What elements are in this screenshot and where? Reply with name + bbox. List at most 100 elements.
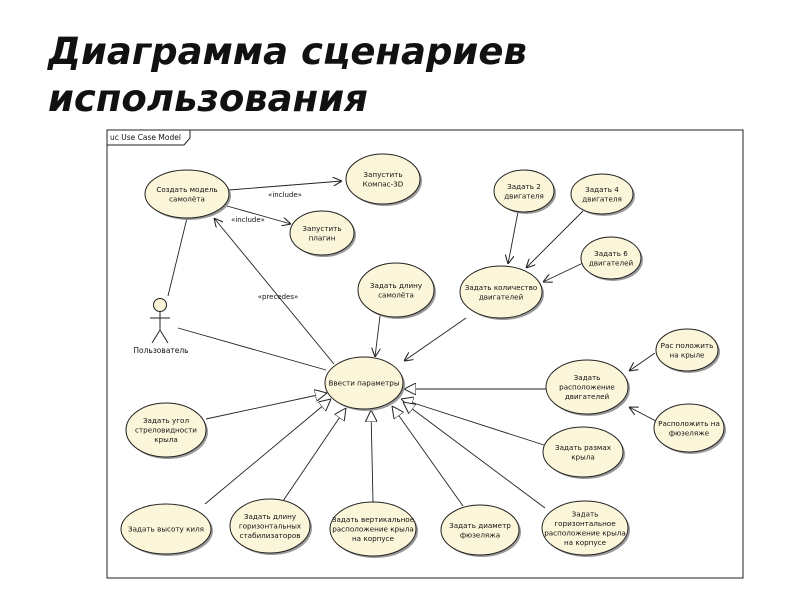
usecase-label-line: Задать высоту киля	[128, 525, 204, 534]
actor-head	[153, 298, 167, 312]
usecase-ellipse	[440, 504, 520, 556]
usecase-ellipse	[655, 328, 719, 372]
usecase-label-line: горизонтальное	[554, 519, 616, 528]
usecase-label-line: Расположить на	[658, 419, 720, 428]
usecase-label-line: расположение крыла	[544, 528, 626, 537]
edge-15	[401, 399, 545, 446]
usecase-label-line: на корпусе	[564, 538, 607, 547]
usecase-label-line: Задать угол	[143, 416, 189, 425]
usecase-label-line: Задать	[572, 509, 599, 518]
usecase-label-line: горизонтальных	[239, 522, 302, 531]
usecase-label-line: плагин	[309, 233, 336, 242]
usecase-label-line: Задать диаметр	[449, 521, 511, 530]
usecase-ellipse	[120, 503, 212, 555]
edge-5	[177, 327, 327, 371]
usecase-label-line: двигателей	[565, 392, 610, 401]
usecase-label-line: Задать количество	[465, 283, 538, 292]
usecase-label-line: фюзеляже	[669, 428, 710, 437]
usecase-label-line: двигателей	[479, 292, 524, 301]
usecase-label-line: расположение крыла	[332, 525, 414, 534]
usecase-label-line: Задать 6	[594, 249, 628, 258]
edge-7	[526, 210, 584, 268]
edge-2	[226, 205, 291, 224]
usecase-ellipse	[545, 359, 629, 415]
usecase-ellipse	[653, 403, 725, 453]
frame-label: uc Use Case Model	[110, 133, 181, 142]
usecase-label-line: крыла	[571, 452, 595, 461]
edge-6	[508, 211, 519, 264]
slide-title: Диаграмма сценариев использования	[48, 28, 748, 122]
actor-left-leg	[151, 329, 161, 344]
usecase-ellipse	[229, 498, 311, 554]
diagram-frame	[106, 129, 744, 579]
actor-right-leg	[159, 329, 169, 344]
stereotype-include-2: «include»	[231, 216, 265, 224]
usecase-label-line: Создать модель	[156, 185, 217, 194]
usecase-ellipse	[493, 169, 555, 213]
usecase-label-line: самолёта	[378, 290, 414, 299]
edge-9	[404, 317, 467, 361]
edge-14	[205, 393, 327, 420]
edge-16	[204, 399, 331, 505]
edge-3	[214, 218, 335, 365]
usecase-label-line: стреловидности	[135, 426, 197, 435]
usecase-label-line: Задать длину	[244, 512, 297, 521]
diagram-nodes: Создать модельсамолётаЗапуститьКомпас-3D…	[120, 153, 726, 558]
usecase-ellipse	[580, 236, 642, 280]
usecase-label-line: стабилизаторов	[240, 531, 301, 540]
stereotype-precedes: «precedes»	[258, 293, 299, 301]
usecase-label-line: на корпусе	[352, 534, 395, 543]
usecase-ellipse	[459, 265, 543, 319]
usecase-label-line: Задать длину	[370, 281, 423, 290]
usecase-ellipse	[144, 169, 230, 219]
usecase-label-line: фюзеляжа	[460, 530, 500, 539]
usecase-label-line: крыла	[154, 435, 178, 444]
usecase-ellipse	[570, 173, 634, 215]
edge-19	[392, 406, 464, 507]
edge-17	[282, 408, 346, 502]
usecase-label-line: двигателя	[504, 191, 544, 200]
edge-8	[543, 262, 584, 282]
usecase-label-line: Задать 4	[585, 185, 619, 194]
actor-name: Пользователь	[133, 346, 188, 355]
usecase-enter-params: Ввести параметры	[324, 356, 405, 411]
edge-18	[371, 410, 373, 503]
usecase-ellipse	[289, 210, 355, 256]
usecase-label-line: Задать размах	[555, 443, 612, 452]
usecase-ellipse	[125, 402, 207, 458]
frame-label-tab	[107, 129, 191, 146]
usecase-label-line: Запустить	[363, 170, 402, 179]
usecase-label-line: Задать вертикальное	[332, 515, 415, 524]
usecase-ellipse	[329, 501, 417, 557]
edge-12	[629, 407, 657, 422]
usecase-label-line: Задать 2	[507, 182, 541, 191]
usecase-ellipse	[345, 153, 421, 205]
usecase-label-line: расположение	[559, 383, 615, 392]
edge-11	[629, 352, 656, 371]
usecase-ellipse	[541, 500, 629, 556]
actor-user: Пользователь	[133, 298, 189, 355]
edge-20	[403, 402, 546, 509]
slide-title-line-1: Диаграмма сценариев	[48, 30, 527, 73]
usecase-label-line: самолёта	[169, 194, 205, 203]
edge-10	[375, 315, 380, 357]
diagram-edges	[167, 181, 657, 509]
usecase-label-line: Задать	[574, 373, 601, 382]
usecase-label-line: Запустить	[302, 224, 341, 233]
